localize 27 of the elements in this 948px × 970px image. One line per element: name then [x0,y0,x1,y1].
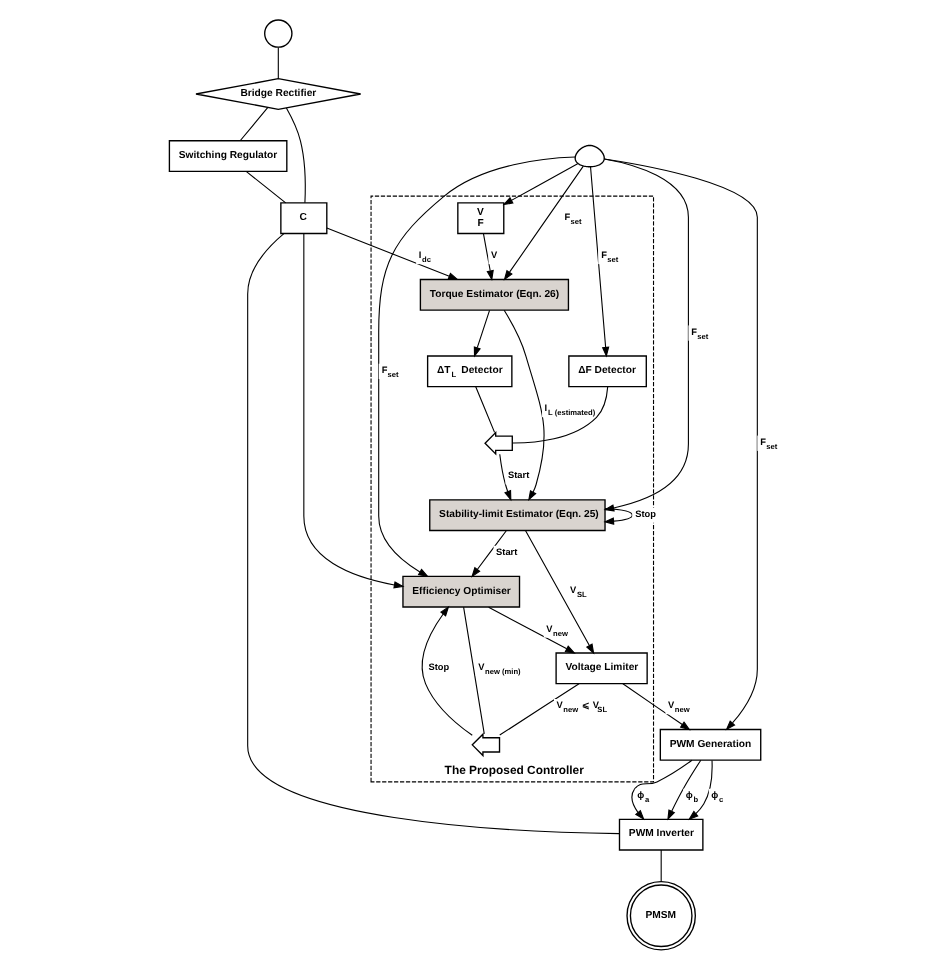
arrow [473,309,491,358]
node-person [574,144,605,168]
arrow [524,529,595,655]
arrow [590,166,610,358]
arrow [603,158,689,512]
connector [511,386,609,444]
node-circle [264,19,293,48]
arrow [488,606,576,654]
connector [499,683,580,736]
arrow [303,233,405,589]
arrow [482,233,494,282]
arrow [502,163,579,206]
arrow [688,759,713,821]
connector [285,107,306,204]
arrow [603,507,633,525]
connector [660,849,662,882]
connector [245,171,287,204]
arrow [471,530,507,578]
connector [475,386,496,433]
arrow [499,453,512,502]
connector [239,107,269,142]
connector [277,46,279,80]
connector [463,606,485,735]
arrow [326,227,459,280]
arrow [603,158,758,731]
node-gate [471,732,501,758]
node-gate [484,430,513,456]
